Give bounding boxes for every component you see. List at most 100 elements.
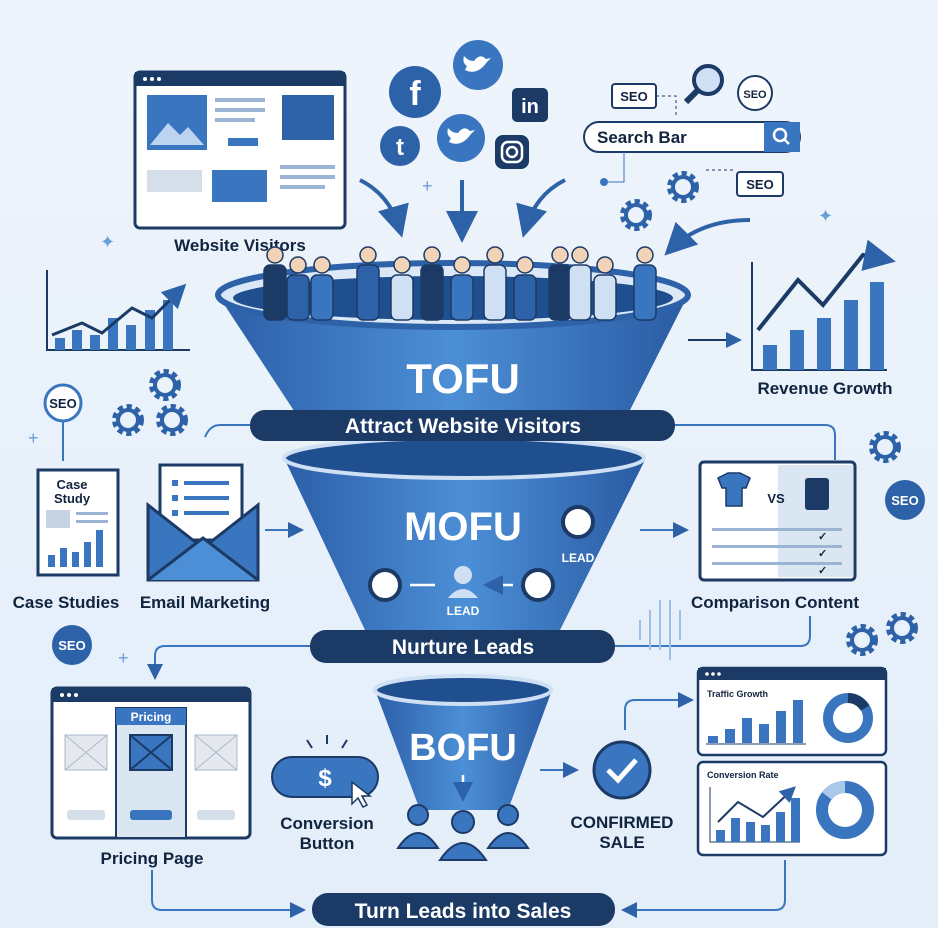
email-envelope-icon <box>146 463 260 582</box>
svg-text:LEAD: LEAD <box>447 604 480 618</box>
gear-icon <box>872 434 898 460</box>
svg-text:SEO: SEO <box>746 177 773 192</box>
revenue-growth-chart <box>751 239 896 371</box>
arrows-into-funnel <box>359 178 751 256</box>
person-icon <box>420 246 444 321</box>
svg-text:Turn Leads into Sales: Turn Leads into Sales <box>355 900 572 923</box>
visitor-crowd <box>263 246 657 321</box>
svg-text:SEO: SEO <box>58 638 85 653</box>
twitter-icon-2 <box>437 114 485 162</box>
svg-text:$: $ <box>318 765 332 792</box>
svg-text:+: + <box>422 176 433 196</box>
conversion-rate-dashboard: Conversion Rate <box>696 760 888 857</box>
magnifier-icon <box>683 64 724 105</box>
svg-text:in: in <box>521 96 539 118</box>
seo-gear-left: SEO <box>52 625 92 665</box>
gear-icon <box>115 407 141 433</box>
person-icon <box>390 256 414 321</box>
sales-banner: Turn Leads into Sales <box>312 893 615 926</box>
tofu-banner: Attract Website Visitors <box>250 410 675 441</box>
seo-badge: SEO <box>43 383 83 423</box>
svg-text:f: f <box>409 75 421 113</box>
linkedin-icon: in <box>512 88 548 122</box>
comparison-content-label: Comparison Content <box>691 593 859 612</box>
website-visitors-label: Website Visitors <box>174 236 306 255</box>
seo-tag: SEO <box>611 83 657 109</box>
case-study-document: Case Study <box>36 468 120 577</box>
checkmark-icon <box>592 740 652 800</box>
search-placeholder: Search Bar <box>597 128 687 147</box>
conversion-button[interactable]: $ <box>271 735 379 808</box>
gear-icon <box>670 174 696 200</box>
pricing-page-label: Pricing Page <box>101 849 204 868</box>
person-icon <box>356 246 380 321</box>
seo-tag-2: SEO <box>736 171 784 197</box>
search-icon <box>772 127 788 143</box>
svg-text:✓: ✓ <box>818 531 827 543</box>
facebook-icon: f <box>389 66 441 118</box>
svg-text:+: + <box>28 428 39 448</box>
person-icon <box>263 246 287 321</box>
person-icon <box>568 246 592 321</box>
gear-icon <box>152 372 178 398</box>
svg-text:Pricing: Pricing <box>131 710 172 724</box>
person-icon <box>633 246 657 321</box>
gear-icon <box>889 615 915 641</box>
person-icon <box>286 256 310 321</box>
person-icon <box>450 256 474 321</box>
converted-users-icon <box>396 804 530 861</box>
seo-gear-right: SEO <box>885 480 925 520</box>
conversion-button-label-1: Conversion <box>280 814 374 833</box>
confirmed-sale-label-2: SALE <box>599 833 644 852</box>
svg-text:✦: ✦ <box>818 206 833 226</box>
svg-text:Conversion Rate: Conversion Rate <box>707 770 779 780</box>
sparkle-icons: ✦ + ✦ + + <box>28 176 833 668</box>
person-icon <box>310 256 334 321</box>
svg-text:✓: ✓ <box>818 565 827 577</box>
confirmed-sale-label-1: CONFIRMED <box>571 813 674 832</box>
cursor-icon <box>351 780 373 808</box>
svg-text:VS: VS <box>767 491 785 506</box>
tofu-title: TOFU <box>406 355 520 402</box>
person-icon <box>593 256 617 321</box>
svg-text:✓: ✓ <box>818 548 827 560</box>
person-icon <box>483 246 507 321</box>
revenue-growth-label: Revenue Growth <box>757 379 892 398</box>
pricing-page-mockup: Pricing <box>50 686 252 840</box>
svg-text:SEO: SEO <box>620 89 647 104</box>
svg-text:SEO: SEO <box>49 396 76 411</box>
gear-icon <box>159 407 185 433</box>
seo-bubble: SEO <box>737 75 773 111</box>
twitter-icon <box>453 40 503 90</box>
case-studies-label: Case Studies <box>13 593 120 612</box>
person-icon <box>548 246 572 321</box>
svg-text:✦: ✦ <box>100 232 115 252</box>
connector-lines <box>147 424 836 918</box>
gear-icon <box>623 202 649 228</box>
lead-flow: LEAD LEAD <box>368 505 595 618</box>
conversion-button-label-2: Button <box>300 834 355 853</box>
svg-text:Nurture Leads: Nurture Leads <box>392 636 534 659</box>
svg-text:+: + <box>118 648 129 668</box>
instagram-icon <box>495 135 529 169</box>
person-icon <box>513 256 537 321</box>
svg-text:t: t <box>396 134 404 161</box>
svg-text:Attract Website Visitors: Attract Website Visitors <box>345 415 581 438</box>
mofu-title: MOFU <box>404 505 522 549</box>
search-bar[interactable]: Search Bar <box>583 121 801 153</box>
tumblr-icon: t <box>380 126 420 166</box>
svg-text:SEO: SEO <box>743 89 767 101</box>
growth-chart-left <box>46 270 190 351</box>
svg-text:LEAD: LEAD <box>562 551 595 565</box>
website-mockup <box>133 70 347 230</box>
email-marketing-label: Email Marketing <box>140 593 270 612</box>
comparison-card: VS ✓ ✓ ✓ <box>698 460 857 582</box>
decorative-bars <box>639 600 681 660</box>
svg-text:SEO: SEO <box>891 493 918 508</box>
svg-text:Study: Study <box>54 491 91 506</box>
gear-icon <box>849 627 875 653</box>
svg-text:Traffic Growth: Traffic Growth <box>707 689 768 699</box>
svg-text:Case: Case <box>56 477 87 492</box>
traffic-growth-dashboard: Traffic Growth <box>696 666 888 757</box>
